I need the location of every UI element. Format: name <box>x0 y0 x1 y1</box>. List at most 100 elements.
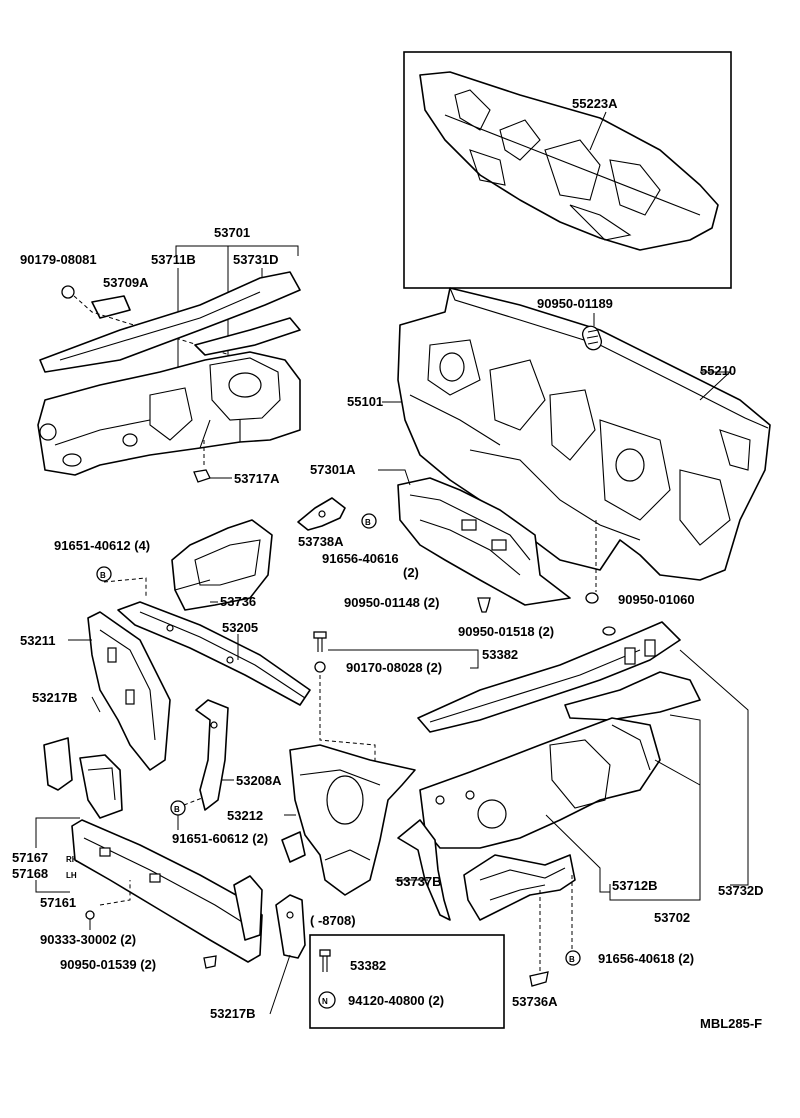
label-53208A: 53208A <box>236 773 282 788</box>
part-53382-bolt[interactable] <box>313 631 327 652</box>
label-53717A: 53717A <box>234 471 280 486</box>
dash-53736A <box>539 875 573 975</box>
part-53712B-apron[interactable] <box>419 717 661 849</box>
bolt-91651-40612-badge: B <box>96 566 112 582</box>
label-90950-01518: 90950-01518 (2) <box>458 624 554 639</box>
dash-91651-40612 <box>103 577 147 598</box>
part-90950-01539-plug[interactable] <box>203 955 217 969</box>
part-53736A-shield[interactable] <box>463 854 576 921</box>
diagram-code: MBL285-F <box>700 1016 762 1031</box>
leader-53382 <box>328 649 479 669</box>
label-53738A: 53738A <box>298 534 344 549</box>
label-55210: 55210 <box>700 363 736 378</box>
label-inset-range: ( -8708) <box>310 913 356 928</box>
label-57168-side: LH <box>66 871 77 880</box>
badge-b-91651-40612: B <box>100 571 106 580</box>
label-91651-40612: 91651-40612 (4) <box>54 538 150 553</box>
label-53701: 53701 <box>214 225 250 240</box>
label-53205: 53205 <box>222 620 258 635</box>
part-53717A-grommet[interactable] <box>193 469 211 483</box>
leader-53712B <box>545 814 610 893</box>
leader-55210 <box>699 371 732 401</box>
part-90170-08028-nut[interactable] <box>314 661 326 673</box>
label-53212: 53212 <box>227 808 263 823</box>
label-91656-40616-qty: (2) <box>403 565 419 580</box>
label-53217B-bottom: 53217B <box>210 1006 256 1021</box>
part-53731D-upper-member[interactable] <box>39 271 301 373</box>
label-90179-08081: 90179-08081 <box>20 252 97 267</box>
part-53736A-clip[interactable] <box>529 971 549 987</box>
inset-frame-fasteners <box>309 934 505 1029</box>
part-90950-01518-plug[interactable] <box>602 626 616 636</box>
dash-57161 <box>99 880 131 906</box>
part-53711B-apron[interactable] <box>37 351 301 476</box>
label-57168: 57168 <box>12 866 48 881</box>
leader-55223A <box>589 111 607 151</box>
bolt-91651-60612-badge: B <box>170 800 186 816</box>
leader-57161 <box>35 880 70 893</box>
part-53212-center-support[interactable] <box>281 744 416 896</box>
nut-94120-40800-badge[interactable]: N <box>318 991 336 1009</box>
part-57167-57168-side-member[interactable] <box>79 754 123 819</box>
label-90333-30002: 90333-30002 (2) <box>40 932 136 947</box>
label-57161: 57161 <box>40 895 76 910</box>
label-inset-53382: 53382 <box>350 958 386 973</box>
part-55223A-insulator[interactable] <box>419 71 719 251</box>
part-90950-01060-plug[interactable] <box>585 592 599 604</box>
dash-91651-60612 <box>183 797 203 806</box>
part-90950-01189-plug[interactable] <box>580 324 603 352</box>
label-53736A: 53736A <box>512 994 558 1009</box>
leader-57167 <box>35 817 80 848</box>
part-53217B-upper-bracket[interactable] <box>43 737 73 791</box>
part-57301A-bracket[interactable] <box>397 477 571 606</box>
badge-b-91656-40616: B <box>365 518 371 527</box>
label-53732D: 53732D <box>718 883 764 898</box>
label-57301A: 57301A <box>310 462 356 477</box>
part-90333-30002-clip[interactable] <box>85 910 95 920</box>
label-53737B: 53737B <box>396 874 442 889</box>
bracket-53701 <box>175 245 299 256</box>
part-53211-side-support[interactable] <box>87 611 171 771</box>
part-53217B-lower-bracket[interactable] <box>275 894 306 959</box>
part-90950-01148-plug[interactable] <box>477 597 491 613</box>
label-53736: 53736 <box>220 594 256 609</box>
part-53736-shield[interactable] <box>171 519 273 611</box>
dash-53382 <box>319 675 376 780</box>
leader-57301A <box>378 469 411 486</box>
label-90950-01539: 90950-01539 (2) <box>60 957 156 972</box>
label-55101: 55101 <box>347 394 383 409</box>
dash-53709A <box>73 295 231 356</box>
bolt-91656-40616-badge: B <box>361 513 377 529</box>
badge-b-91656-40618: B <box>569 955 575 964</box>
part-53205-radiator-support-upper[interactable] <box>117 601 311 706</box>
label-90950-01060: 90950-01060 <box>618 592 695 607</box>
label-57167-side: RH <box>66 855 78 864</box>
label-53211: 53211 <box>20 633 55 648</box>
label-53217B-top: 53217B <box>32 690 78 705</box>
label-90950-01189: 90950-01189 <box>537 296 613 311</box>
label-53711B: 53711B <box>151 252 196 267</box>
label-53709A: 53709A <box>103 275 149 290</box>
label-90950-01148: 90950-01148 (2) <box>344 595 439 610</box>
leader-53217B-top <box>91 696 101 713</box>
label-90170-08028: 90170-08028 (2) <box>346 660 442 675</box>
label-53712B: 53712B <box>612 878 658 893</box>
label-91651-60612: 91651-60612 (2) <box>172 831 268 846</box>
part-53208A-bracket[interactable] <box>195 699 229 811</box>
part-53737B-stay[interactable] <box>397 819 451 921</box>
part-inset-53382-bolt[interactable] <box>319 949 331 972</box>
badge-b-91651-60612: B <box>174 805 180 814</box>
part-57161-lower-crossmember[interactable] <box>71 819 263 963</box>
label-53731D: 53731D <box>233 252 279 267</box>
label-inset-94120-40800: 94120-40800 (2) <box>348 993 444 1008</box>
part-53709A-pad[interactable] <box>91 295 131 319</box>
leader-53217B-bottom <box>269 954 291 1015</box>
leader-53732D <box>679 649 749 886</box>
label-53702: 53702 <box>654 910 690 925</box>
part-53732D-upper-member[interactable] <box>417 621 701 733</box>
part-53738A-bracket[interactable] <box>297 497 346 531</box>
part-90179-08081-clip[interactable] <box>61 285 75 299</box>
label-91656-40618: 91656-40618 (2) <box>598 951 694 966</box>
label-91656-40616: 91656-40616 <box>322 551 399 566</box>
